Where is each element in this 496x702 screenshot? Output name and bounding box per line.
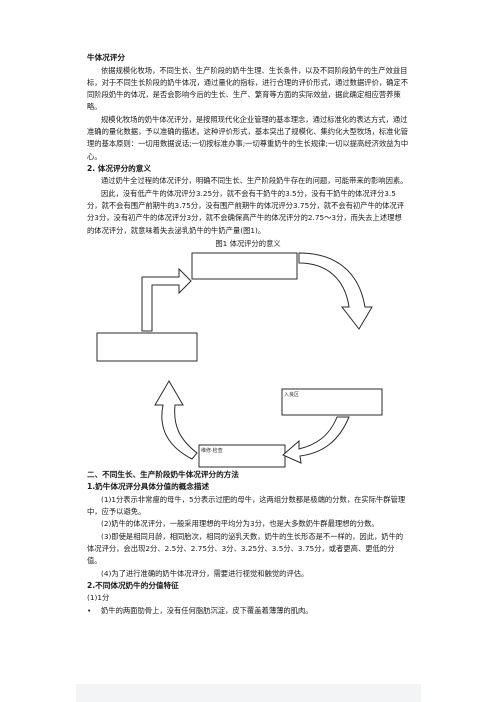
doc-title: 牛体况评分 bbox=[87, 53, 125, 62]
intro-paragraph-2: 规模化牧场的奶牛体况评分，是按照现代化企业管理的基本理念，通过标准化的表达方式，… bbox=[87, 114, 409, 161]
bullet-dot-icon: • bbox=[87, 605, 92, 615]
document-page: 牛体况评分 依据规模化牧场，不同生长、生产阶段的奶牛生理、生长条件，以及不同阶段… bbox=[87, 52, 409, 617]
score-1-label: (1)1分 bbox=[87, 593, 110, 603]
page-footer-band bbox=[76, 684, 421, 702]
curved-arrow-bottom-left bbox=[154, 379, 198, 460]
concept-item-4: (4)为了进行准确的奶牛体况评分，需要进行视觉和触觉的评估。 bbox=[101, 568, 309, 578]
curved-arrow-bottom-right bbox=[282, 416, 350, 464]
intro-paragraph-1: 依据规模化牧场，不同生长、生产阶段的奶牛生理、生长条件，以及不同阶段奶牛的生产效… bbox=[87, 65, 409, 112]
subheading-score-concept: 1.奶牛体况评分具体分值的概念描述 bbox=[87, 482, 210, 492]
concept-item-3: (3)即使是相同月龄，相同胎次，相同的泌乳天数，奶牛的生长形态是不一样的，因此，… bbox=[87, 531, 404, 566]
right-box-label: 入良区 bbox=[284, 391, 300, 398]
concept-item-2: (2)奶牛的体况评分，一般采用理想的平均分为3分，也是大多数奶牛群最理想的分数。 bbox=[101, 519, 379, 529]
part2-heading: 二、不同生长、生产阶段奶牛体况评分的方法 bbox=[87, 469, 239, 479]
significance-paragraph-1: 通过奶牛全过程的体况评分，明确不同生长、生产阶段奶牛存在的问题，可能带来的影响因… bbox=[101, 176, 408, 186]
left-box bbox=[96, 332, 198, 362]
right-box bbox=[281, 388, 383, 416]
bullet-item: • 奶牛的两面肋骨上，没有任何脂肪沉淀，皮下覆盖着薄薄的肌肉。 bbox=[87, 605, 409, 617]
curved-arrow-top-right bbox=[298, 252, 373, 330]
significance-paragraph-2: 因此，没有低产牛的体况评分3.25分，就不会有干奶牛的3.5分，没有干奶牛的体况… bbox=[87, 188, 405, 235]
cycle-arrows-graphic bbox=[96, 252, 383, 468]
top-box bbox=[191, 252, 298, 280]
bottom-box-label: 维修·检查 bbox=[201, 447, 223, 454]
block-arrow-top-left bbox=[141, 267, 192, 332]
concept-item-1: (1)1分表示非常瘦的母牛，5分表示过肥的母牛，这两组分数都是极端的分数，在实际… bbox=[87, 494, 406, 517]
bullet-text: 奶牛的两面肋骨上，没有任何脂肪沉淀，皮下覆盖着薄薄的肌肉。 bbox=[101, 605, 313, 615]
section-heading-significance: 2. 体况评分的意义 bbox=[87, 163, 151, 173]
figure-caption: 图1 体况评分的意义 bbox=[215, 238, 281, 248]
cycle-diagram: 入良区 维修·检查 bbox=[87, 249, 409, 469]
subheading-score-features: 2.不同体况奶牛的分值特征 bbox=[87, 580, 179, 590]
